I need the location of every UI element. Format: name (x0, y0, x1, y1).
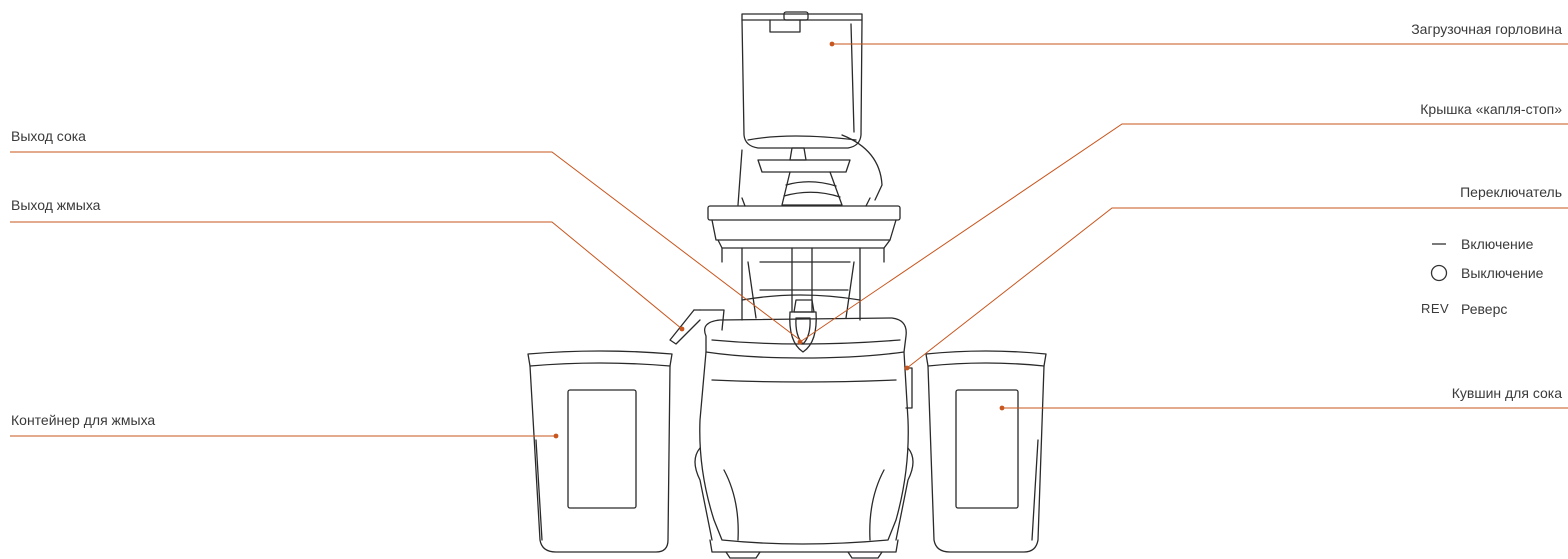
label-pulp-container: Контейнер для жмыха (11, 412, 156, 428)
leader-switch (906, 207, 1568, 369)
label-feed-chute: Загрузочная горловина (1411, 21, 1562, 37)
label-switch: Переключатель (1460, 184, 1562, 200)
label-drip-stop-cap: Крышка «капля-стоп» (1420, 101, 1562, 117)
motor-body-drawing (694, 351, 914, 559)
legend-rev-symbol: REV (1421, 301, 1450, 316)
body-rim-drawing (703, 317, 907, 359)
legend-rev-label: Реверс (1461, 301, 1508, 317)
pulp-container-drawing (527, 350, 673, 553)
legend-on-label: Включение (1461, 236, 1534, 252)
auger-drawing (741, 147, 871, 207)
label-juice-outlet: Выход сока (11, 128, 86, 144)
label-juice-jug: Кувшин для сока (1451, 385, 1562, 401)
feed-chute-drawing (737, 11, 883, 206)
leader-juice-outlet (10, 151, 801, 341)
leader-pulp-outlet (10, 221, 683, 330)
legend-off-label: Выключение (1461, 265, 1544, 281)
pulp-outlet-drawing (669, 309, 725, 345)
circle-off-icon (1430, 264, 1448, 282)
drum-collar-drawing (707, 205, 901, 321)
leader-lines (10, 43, 1568, 437)
label-pulp-outlet: Выход жмыха (11, 197, 101, 213)
leader-drip-stop-cap (799, 123, 1568, 343)
leader-dots (553, 41, 1005, 439)
juice-jug-drawing (925, 350, 1047, 553)
switch-legend-symbols (1430, 243, 1448, 282)
